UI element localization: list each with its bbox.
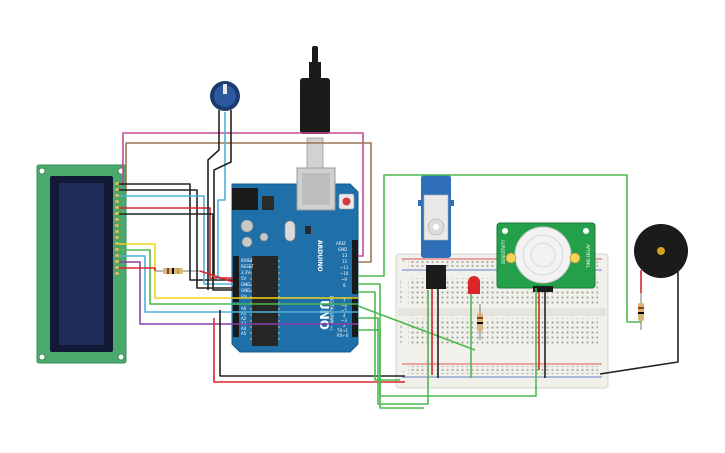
lcd-display — [36, 164, 127, 364]
pin-label: 5V — [241, 276, 247, 281]
arduino-uno: IOREF RESET 3.3V 5V GND GND Vin A0 A1 A2… — [231, 167, 359, 353]
pir-label-sensitivity: SENSITIVITY — [501, 239, 506, 264]
pin-label: ~6 — [341, 303, 347, 308]
pin-label: RESET — [241, 264, 254, 269]
pin-label: Vin — [241, 294, 248, 299]
pin-label: IOREF — [241, 258, 254, 263]
pin-label: RX←0 — [337, 333, 349, 338]
pin-label: A4 — [241, 326, 247, 331]
wire-black — [599, 268, 679, 375]
bb-row-letter: i — [400, 285, 401, 289]
bb-row-letter: h — [400, 290, 402, 294]
pin-label: ~11 — [340, 265, 349, 270]
digital-header-2 — [352, 297, 358, 337]
pin-label: 13 — [342, 253, 348, 258]
arduino-model: UNO — [317, 300, 331, 330]
wire-purple — [119, 261, 358, 325]
wires — [119, 110, 679, 409]
pin-label: A2 — [241, 316, 247, 321]
piezo-buzzer — [634, 224, 688, 278]
wire-black — [119, 189, 233, 289]
analog-header — [233, 305, 239, 337]
pin-label: ~5 — [341, 308, 347, 313]
wire-blue — [217, 112, 226, 280]
wire-red — [199, 270, 234, 283]
pin-label: 3.3V — [241, 270, 250, 275]
usb-cable — [300, 46, 330, 169]
pin-label: A1 — [241, 311, 247, 316]
power-header — [233, 256, 239, 302]
bb-row-letter: c — [400, 330, 402, 334]
pir-label-time-delay: TIME-DELAY — [586, 244, 591, 269]
pin-label: A5 — [241, 331, 247, 336]
servo-motor — [418, 175, 454, 289]
potentiometer — [210, 81, 240, 111]
pin-label: AREF — [336, 241, 347, 246]
resistor-led — [477, 304, 483, 340]
wire-black — [119, 213, 233, 291]
bb-row-letter: a — [400, 340, 402, 344]
resistor-buzzer — [638, 293, 644, 330]
wire-green — [358, 329, 424, 409]
wire-red — [119, 267, 156, 271]
wire-black — [207, 110, 220, 290]
wire-brown — [125, 142, 372, 263]
pin-label: ~10 — [340, 271, 349, 276]
wire-red — [213, 318, 405, 383]
pin-label: TX→1 — [336, 328, 349, 333]
resistor-lcd — [155, 268, 200, 274]
digital-header-label: DIGITAL (PWM ~) — [329, 296, 334, 331]
lcd-screen — [59, 183, 104, 345]
bb-row-letter: f — [400, 300, 402, 304]
wire-green — [358, 291, 400, 381]
bb-row-letter: j — [399, 280, 401, 284]
pin-label: ~9 — [341, 277, 347, 282]
pin-label: GND — [338, 247, 347, 252]
digital-header-1 — [352, 240, 358, 294]
wire-blue — [119, 255, 358, 313]
pin-label: 12 — [342, 259, 348, 264]
rail-plus-sign: + — [402, 259, 405, 263]
pin-label: ~3 — [341, 318, 347, 323]
power-jack — [232, 188, 258, 210]
bb-row-letter: g — [400, 295, 402, 299]
wire-black — [219, 310, 405, 377]
pin-label: GND — [241, 282, 250, 287]
wire-black — [213, 110, 232, 275]
wire-green — [358, 290, 429, 405]
bb-row-letter: b — [400, 335, 403, 339]
wire-green — [358, 174, 641, 323]
bb-row-letter: d — [400, 325, 402, 329]
wire-black — [119, 183, 233, 281]
wire-green — [119, 249, 358, 305]
rail-minus-sign: − — [402, 370, 405, 374]
atmega-chip — [252, 256, 278, 346]
wire-green — [357, 305, 476, 351]
wire-blue — [119, 195, 233, 285]
pin-label: A0 — [241, 306, 247, 311]
pin-label: 8 — [343, 283, 346, 288]
arduino-logo: ARDUINO — [316, 240, 323, 271]
pin-label: 4 — [343, 313, 346, 318]
red-led — [468, 276, 480, 294]
wire-magenta — [122, 132, 364, 257]
pir-sensor: SENSITIVITY TIME-DELAY — [496, 222, 596, 292]
pin-label: 2 — [343, 323, 346, 328]
pin-label: 7 — [343, 298, 346, 303]
pin-label: GND — [241, 288, 250, 293]
